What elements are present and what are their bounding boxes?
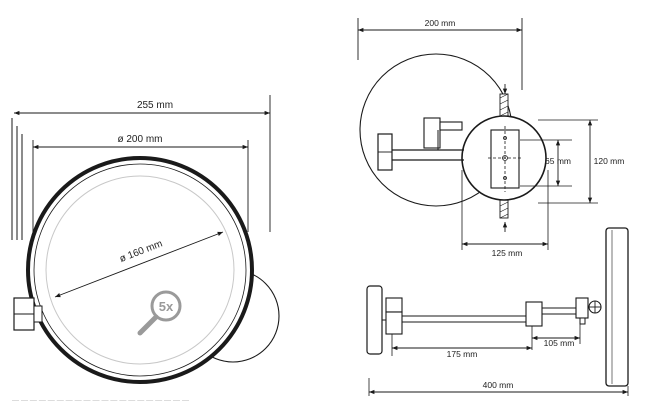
magnifier-badge: 5x <box>137 290 182 336</box>
front-view <box>11 95 280 384</box>
mirror-outer-ring <box>26 156 254 384</box>
mirror-inner-circle <box>45 175 235 365</box>
top-view <box>357 18 598 250</box>
label-plate-outer: 120 mm <box>594 156 625 166</box>
label-total-length: 400 mm <box>483 380 514 390</box>
label-base-width: 125 mm <box>492 248 523 258</box>
dim-line-160 <box>54 231 224 298</box>
side-mirror-profile <box>605 227 629 387</box>
label-mirror-diameter: ø 200 mm <box>117 134 162 145</box>
magnifier-icon <box>150 290 182 322</box>
mirror-ring-inner-edge <box>33 163 247 377</box>
label-front-width: 255 mm <box>137 100 173 111</box>
label-plate-height: 65 mm <box>545 156 571 166</box>
side-view <box>366 227 629 396</box>
magnification-label: 5x <box>159 299 174 314</box>
label-joint-length: 105 mm <box>544 338 575 348</box>
side-wall-plate <box>366 285 383 355</box>
label-top-diameter: 200 mm <box>425 18 456 28</box>
footer-caption: — — — — — — — — — — — — — — — — — — — — <box>12 397 189 404</box>
label-arm-length: 175 mm <box>447 349 478 359</box>
